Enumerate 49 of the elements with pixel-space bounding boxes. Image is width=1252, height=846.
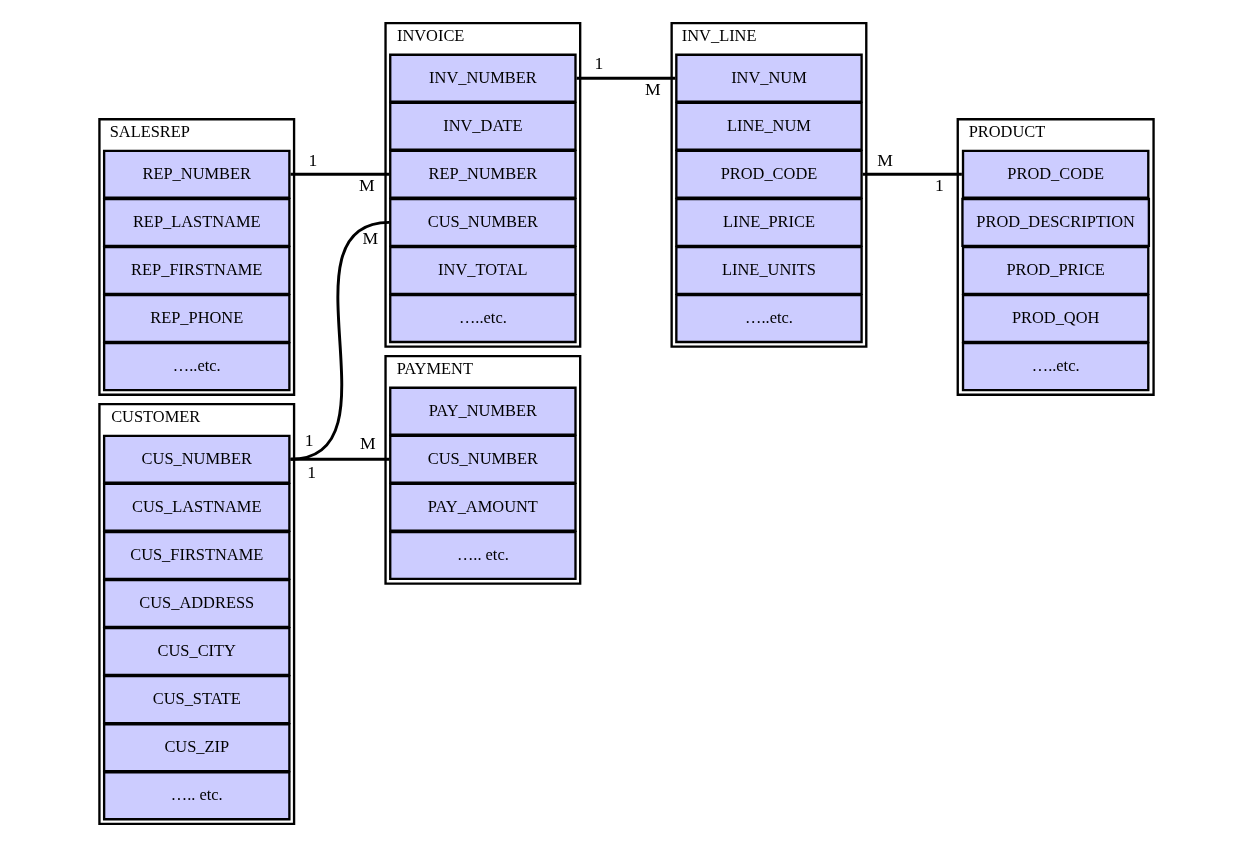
- connector: [576, 76, 675, 80]
- node-box: …..etc.: [961, 341, 1149, 391]
- connector: [289, 220, 389, 461]
- node-box: INV_NUM: [674, 53, 863, 103]
- node-box: REP_NUMBER: [102, 149, 291, 199]
- node-label: M: [362, 227, 378, 248]
- node-box: REP_PHONE: [102, 293, 291, 343]
- node-box: CUS_CITY: [102, 626, 291, 676]
- node-label: 1: [306, 461, 316, 482]
- node-box: CUS_STATE: [102, 674, 291, 724]
- node-label: 1: [308, 149, 317, 170]
- connector: [290, 172, 389, 176]
- node-box: PROD_CODE: [674, 149, 863, 199]
- node-box: CUS_NUMBER: [388, 434, 577, 484]
- node-label: M: [876, 149, 893, 170]
- node-box: CUS_LASTNAME: [102, 482, 291, 532]
- node-box: LINE_NUM: [674, 101, 863, 151]
- node-box: INV_TOTAL: [388, 245, 577, 295]
- node-box: REP_NUMBER: [388, 149, 577, 199]
- node-box: LINE_PRICE: [674, 197, 863, 247]
- node-label: M: [644, 78, 661, 99]
- node-box: REP_FIRSTNAME: [102, 245, 291, 295]
- node-box: ….. etc.: [388, 530, 577, 580]
- connector: [290, 457, 389, 461]
- node-box: LINE_UNITS: [674, 245, 863, 295]
- node-box: CUS_ADDRESS: [102, 578, 291, 628]
- node-box: CUS_NUMBER: [102, 434, 291, 484]
- node-box: PROD_QOH: [961, 293, 1149, 343]
- node-label: 1: [934, 174, 944, 195]
- node-box: …..etc.: [102, 341, 291, 391]
- node-box: PROD_PRICE: [961, 245, 1149, 295]
- node-box: …..etc.: [674, 293, 863, 343]
- node-label: 1: [304, 429, 314, 450]
- node-label: M: [358, 174, 375, 195]
- node-box: …..etc.: [388, 293, 577, 343]
- node-label: M: [359, 432, 376, 453]
- node-label: 1: [594, 52, 603, 73]
- node-box: ….. etc.: [102, 770, 291, 820]
- node-box: PAY_NUMBER: [388, 386, 577, 436]
- node-box: CUS_FIRSTNAME: [102, 530, 291, 580]
- node-box: PROD_CODE: [961, 149, 1149, 199]
- node-box: REP_LASTNAME: [102, 197, 291, 247]
- node-box: CUS_ZIP: [102, 722, 291, 772]
- node-box: INV_NUMBER: [388, 53, 577, 103]
- node-box: INV_DATE: [388, 101, 577, 151]
- node-box: CUS_NUMBER: [388, 197, 577, 247]
- node-box: PAY_AMOUNT: [388, 482, 577, 532]
- node-box: PROD_DESCRIPTION: [960, 197, 1150, 247]
- connector: [862, 172, 962, 176]
